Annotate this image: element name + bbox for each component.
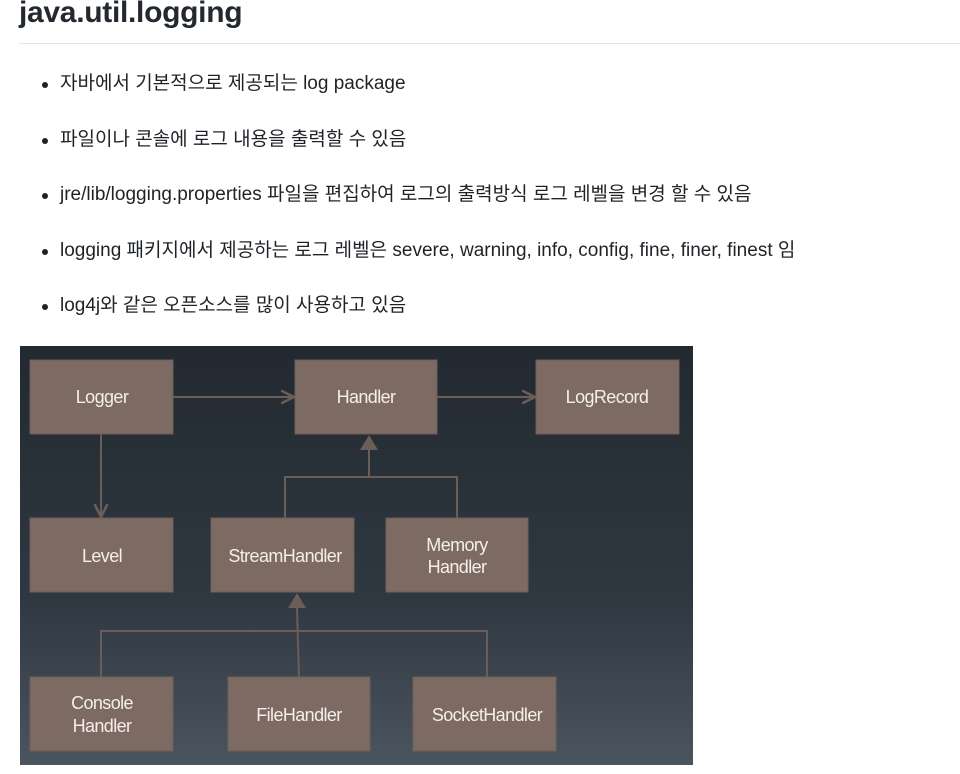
list-item: log4j와 같은 오픈소스를 많이 사용하고 있음: [0, 290, 795, 346]
heading-divider: [19, 43, 960, 44]
list-item-text: 파일이나 콘솔에 로그 내용을 출력할 수 있음: [60, 128, 407, 150]
box-consolehandler: [29, 676, 174, 752]
list-item: 파일이나 콘솔에 로그 내용을 출력할 수 있음: [0, 124, 795, 180]
bullet-list: 자바에서 기본적으로 제공되는 log package 파일이나 콘솔에 로그 …: [0, 68, 795, 346]
box-filehandler: [227, 676, 371, 752]
label-filehandler: FileHandler: [256, 705, 342, 725]
bullet-icon: [42, 193, 48, 199]
label-console: Console: [71, 693, 133, 713]
label-logrecord: LogRecord: [566, 387, 649, 407]
label-memory: Memory: [426, 535, 488, 555]
inherit-stream-lines: [100, 630, 488, 677]
bullet-icon: [42, 248, 48, 255]
bullet-icon: [42, 137, 48, 144]
list-item-text: log4j와 같은 오픈소스를 많이 사용하고 있음: [60, 295, 407, 316]
box-streamhandler: [210, 517, 355, 593]
label-memory-handler: Handler: [428, 557, 487, 577]
label-sockethandler: SocketHandler: [432, 705, 543, 725]
box-level: [29, 517, 174, 593]
page-title: java.util.logging: [19, 0, 243, 29]
label-logger: Logger: [76, 387, 129, 407]
label-streamhandler: StreamHandler: [228, 546, 342, 566]
logging-class-diagram: Logger Handler LogRecord Level StreamHan…: [20, 346, 693, 765]
label-level: Level: [82, 546, 122, 566]
box-handler: [294, 359, 438, 435]
box-logger: [29, 359, 174, 435]
inherit-triangle-icon: [360, 435, 378, 450]
list-item: jre/lib/logging.properties 파일을 편집하여 로그의 …: [0, 179, 795, 235]
label-console-handler: Handler: [73, 716, 132, 736]
list-item: 자바에서 기본적으로 제공되는 log package: [0, 68, 795, 124]
box-sockethandler: [412, 676, 557, 752]
list-item-text: logging 패키지에서 제공하는 로그 레벨은 severe, warnin…: [60, 239, 796, 261]
label-handler: Handler: [337, 387, 396, 407]
inherit-triangle-icon: [288, 593, 306, 608]
list-item-text: jre/lib/logging.properties 파일을 편집하여 로그의 …: [60, 184, 752, 205]
box-logrecord: [535, 359, 680, 435]
bullet-icon: [42, 304, 48, 310]
list-item: logging 패키지에서 제공하는 로그 레벨은 severe, warnin…: [0, 235, 795, 291]
list-item-text: 자바에서 기본적으로 제공되는 log package: [60, 73, 406, 94]
bullet-icon: [42, 82, 48, 88]
inherit-handler-lines: [284, 476, 458, 518]
box-memoryhandler: [385, 517, 529, 593]
